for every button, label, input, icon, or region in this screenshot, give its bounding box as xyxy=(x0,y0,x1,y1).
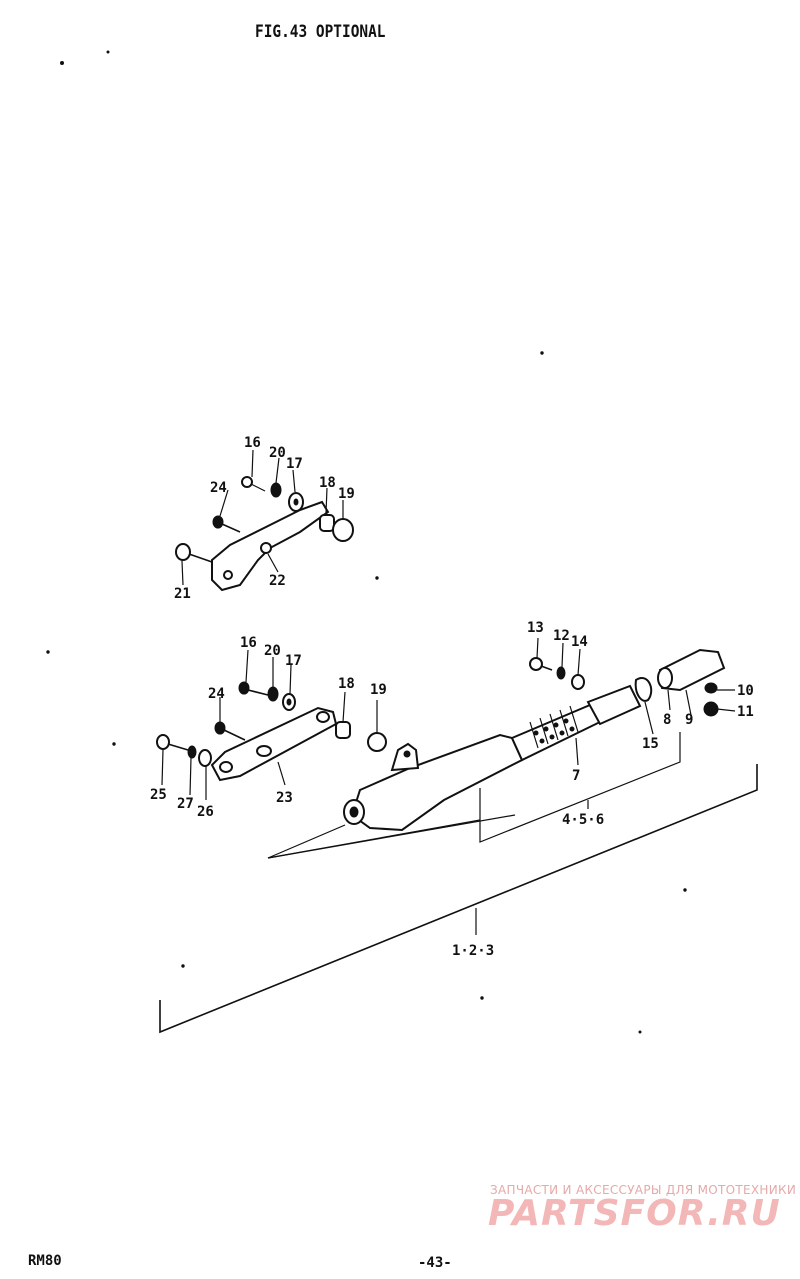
watermark-tagline: ЗАПЧАСТИ И АКСЕССУАРЫ ДЛЯ МОТОТЕХНИКИ xyxy=(490,1183,797,1197)
upper-bracket-assembly xyxy=(175,476,354,592)
callout-15: 15 xyxy=(642,736,659,752)
leader-lines xyxy=(159,449,758,1034)
bolt-16-head-upper xyxy=(241,476,253,488)
bolt-24-head-upper xyxy=(212,515,224,529)
callout-22: 22 xyxy=(269,573,286,589)
callout-11: 11 xyxy=(737,704,754,720)
nut-20-upper xyxy=(270,482,282,498)
shock-body-mount-hole xyxy=(403,750,411,758)
callout-16-lower: 16 xyxy=(240,635,257,651)
callout-23: 23 xyxy=(276,790,293,806)
washer-14 xyxy=(571,674,585,690)
plate-23-hole-c xyxy=(316,711,330,723)
nut-12 xyxy=(556,666,566,680)
callout-13: 13 xyxy=(527,620,544,636)
callout-20-lower: 20 xyxy=(264,643,281,659)
callout-19-lower: 19 xyxy=(370,682,387,698)
bolt-24-shank-upper xyxy=(221,523,241,533)
nut-20-lower xyxy=(267,686,279,702)
washer-26 xyxy=(198,749,212,767)
washer-17-upper-hole xyxy=(293,498,299,506)
upper-tube xyxy=(586,684,642,726)
callout-12: 12 xyxy=(553,628,570,644)
cap-19-lower xyxy=(367,732,387,752)
scan-specks xyxy=(46,50,687,1034)
callout-17-lower: 17 xyxy=(285,653,302,669)
bolt-13-shank xyxy=(540,665,553,671)
bolt-16-head-lower xyxy=(238,681,250,695)
callout-14: 14 xyxy=(571,634,588,650)
bolt-16-shank-upper xyxy=(250,483,266,492)
callout-10: 10 xyxy=(737,683,754,699)
washer-17-lower-hole xyxy=(286,698,292,706)
collar-18-lower xyxy=(335,721,351,739)
bolt-13-head xyxy=(529,657,543,671)
bolt-24-shank-lower xyxy=(223,729,246,741)
callout-20-upper: 20 xyxy=(269,445,286,461)
bolt-25-shank xyxy=(167,743,189,751)
callout-16-upper: 16 xyxy=(244,435,261,451)
plate-23 xyxy=(210,706,338,782)
callout-labels: 16 20 17 24 18 19 21 22 16 20 17 24 18 1… xyxy=(150,435,754,959)
callout-18-lower: 18 xyxy=(338,676,355,692)
callout-24-lower: 24 xyxy=(208,686,225,702)
callout-25: 25 xyxy=(150,787,167,803)
shock-body-mount-eye xyxy=(390,742,420,772)
model-code: RM80 xyxy=(28,1253,62,1269)
watermark-logo: PARTSFOR.RU xyxy=(488,1193,781,1234)
callout-26: 26 xyxy=(197,804,214,820)
top-cap-9-end xyxy=(657,667,673,689)
link-plate-assembly xyxy=(156,681,387,782)
bolt-21-head xyxy=(175,543,191,561)
callout-9: 9 xyxy=(685,712,693,728)
callout-21: 21 xyxy=(174,586,191,602)
collar-18-upper xyxy=(319,514,335,532)
callout-18-upper: 18 xyxy=(319,475,336,491)
callout-17-upper: 17 xyxy=(286,456,303,472)
spring-7 xyxy=(529,705,579,749)
cap-19-upper xyxy=(332,518,354,542)
bolt-16-shank-lower xyxy=(247,689,269,696)
nut-27 xyxy=(187,745,197,759)
callout-24-upper: 24 xyxy=(210,480,227,496)
bolt-24-head-lower xyxy=(214,721,226,735)
plate-23-hole-b xyxy=(256,745,272,757)
bolt-21-shank xyxy=(188,553,213,563)
bracket-22-hole-2 xyxy=(223,570,233,580)
part-10 xyxy=(704,682,718,694)
figure-title: FIG.43 OPTIONAL xyxy=(255,22,386,42)
part-11 xyxy=(703,701,719,717)
page-number: -43- xyxy=(418,1255,452,1271)
callout-4-5-6: 4·5·6 xyxy=(562,812,604,828)
callout-8: 8 xyxy=(663,712,671,728)
callout-7: 7 xyxy=(572,768,580,784)
bolt-25-head xyxy=(156,734,170,750)
clip-15 xyxy=(634,677,653,702)
bracket-22-hole xyxy=(260,542,272,554)
shock-absorber xyxy=(343,648,726,832)
shock-body-bore xyxy=(349,806,359,818)
plate-23-hole-a xyxy=(219,761,233,773)
callout-27: 27 xyxy=(177,796,194,812)
callout-1-2-3: 1·2·3 xyxy=(452,943,494,959)
callout-19-upper: 19 xyxy=(338,486,355,502)
